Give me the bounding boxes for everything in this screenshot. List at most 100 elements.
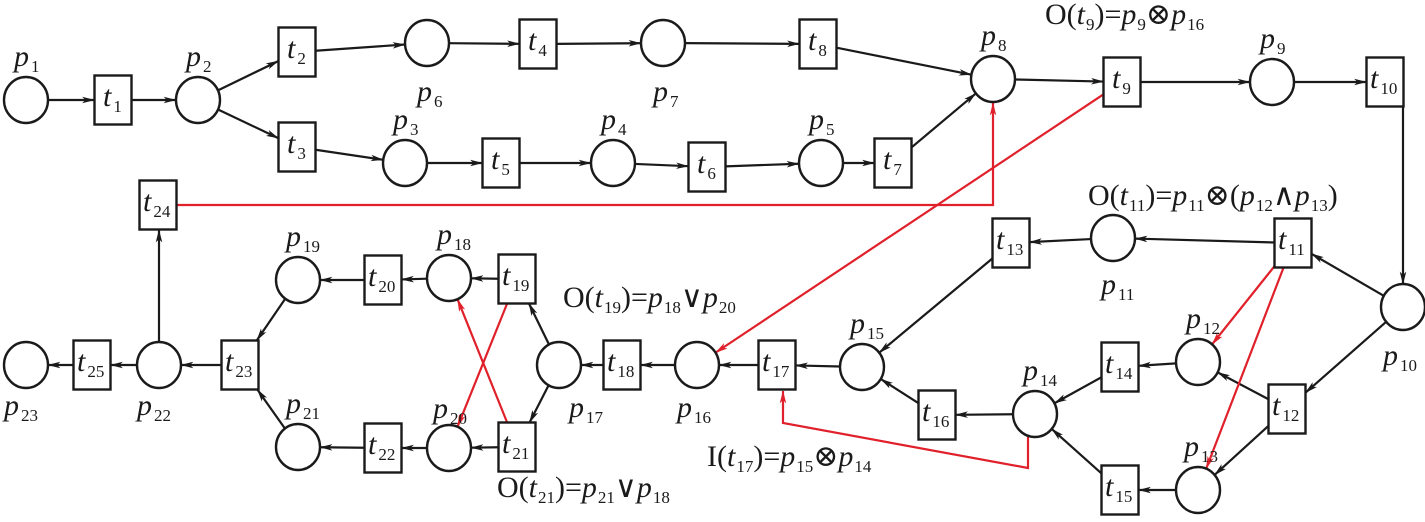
- arc-p17-to-t21: [530, 385, 549, 422]
- formula-part: )=: [555, 471, 582, 504]
- transition-label-t18-subscript: 18: [617, 362, 634, 381]
- place-circle[interactable]: [591, 140, 635, 186]
- place-circle[interactable]: [1176, 339, 1220, 385]
- place-p11[interactable]: [1091, 215, 1135, 261]
- place-circle[interactable]: [1250, 59, 1294, 105]
- formula-part: O(: [563, 281, 595, 314]
- arc-t14-to-p14: [1054, 377, 1101, 403]
- place-circle[interactable]: [427, 255, 471, 301]
- control-arc-t21-to-p18: [458, 299, 508, 422]
- place-circle[interactable]: [675, 342, 719, 388]
- arc-p12-to-t14: [1139, 363, 1177, 365]
- formula-subscript: 20: [719, 298, 736, 317]
- place-circle[interactable]: [383, 140, 427, 186]
- formula-I_t17: I(t17)=p15⊗p14: [707, 440, 872, 476]
- transition-label-t4-subscript: 4: [538, 41, 547, 60]
- place-circle[interactable]: [1176, 467, 1220, 513]
- arc-t13-to-p15: [879, 258, 992, 352]
- transition-label-t23-subscript: 23: [235, 362, 252, 381]
- place-circle[interactable]: [176, 77, 220, 123]
- place-p22[interactable]: [137, 342, 181, 388]
- place-circle[interactable]: [137, 342, 181, 388]
- place-label-p22-subscript: 22: [154, 406, 171, 425]
- place-p23[interactable]: [4, 342, 48, 388]
- transition-label-t24-name: t: [143, 185, 152, 218]
- place-circle[interactable]: [1013, 391, 1057, 437]
- place-p8[interactable]: [971, 56, 1015, 102]
- place-p17[interactable]: [537, 342, 581, 388]
- place-p2[interactable]: [176, 77, 220, 123]
- formula-part: p: [635, 471, 652, 504]
- place-circle[interactable]: [276, 424, 320, 470]
- place-p6[interactable]: [405, 20, 449, 66]
- transition-label-t11-subscript: 11: [1288, 240, 1304, 259]
- place-p7[interactable]: [641, 20, 685, 66]
- place-label-p2-name: p: [184, 40, 201, 73]
- place-circle[interactable]: [427, 425, 471, 471]
- place-p3[interactable]: [383, 140, 427, 186]
- place-circle[interactable]: [405, 20, 449, 66]
- place-circle[interactable]: [799, 140, 843, 186]
- transition-label-t19-name: t: [502, 259, 511, 292]
- place-p15[interactable]: [840, 344, 884, 390]
- place-circle[interactable]: [1381, 284, 1425, 330]
- formula-part: p: [1170, 179, 1187, 212]
- place-circle[interactable]: [4, 77, 48, 123]
- place-circle[interactable]: [276, 257, 320, 303]
- transition-label-t8-name: t: [808, 24, 817, 57]
- place-p18[interactable]: [427, 255, 471, 301]
- formula-part: O(: [1088, 179, 1120, 212]
- transition-label-t11-name: t: [1278, 223, 1287, 256]
- place-circle[interactable]: [4, 342, 48, 388]
- place-p14[interactable]: [1013, 391, 1057, 437]
- place-circle[interactable]: [537, 342, 581, 388]
- place-p10[interactable]: [1381, 284, 1425, 330]
- place-p5[interactable]: [799, 140, 843, 186]
- arc-p7-to-t8: [685, 43, 800, 44]
- place-p19[interactable]: [276, 257, 320, 303]
- arc-t6-to-p5: [726, 164, 800, 167]
- place-p9[interactable]: [1250, 59, 1294, 105]
- place-p4[interactable]: [591, 140, 635, 186]
- formula-subscript: 21: [538, 488, 555, 507]
- place-p1[interactable]: [4, 77, 48, 123]
- place-p20[interactable]: [427, 425, 471, 471]
- place-p12[interactable]: [1176, 339, 1220, 385]
- place-circle[interactable]: [971, 56, 1015, 102]
- place-circle[interactable]: [641, 20, 685, 66]
- place-circle[interactable]: [1091, 215, 1135, 261]
- place-p13[interactable]: [1176, 467, 1220, 513]
- place-p21[interactable]: [276, 424, 320, 470]
- place-p16[interactable]: [675, 342, 719, 388]
- place-circle[interactable]: [840, 344, 884, 390]
- place-label-p17-name: p: [567, 391, 584, 424]
